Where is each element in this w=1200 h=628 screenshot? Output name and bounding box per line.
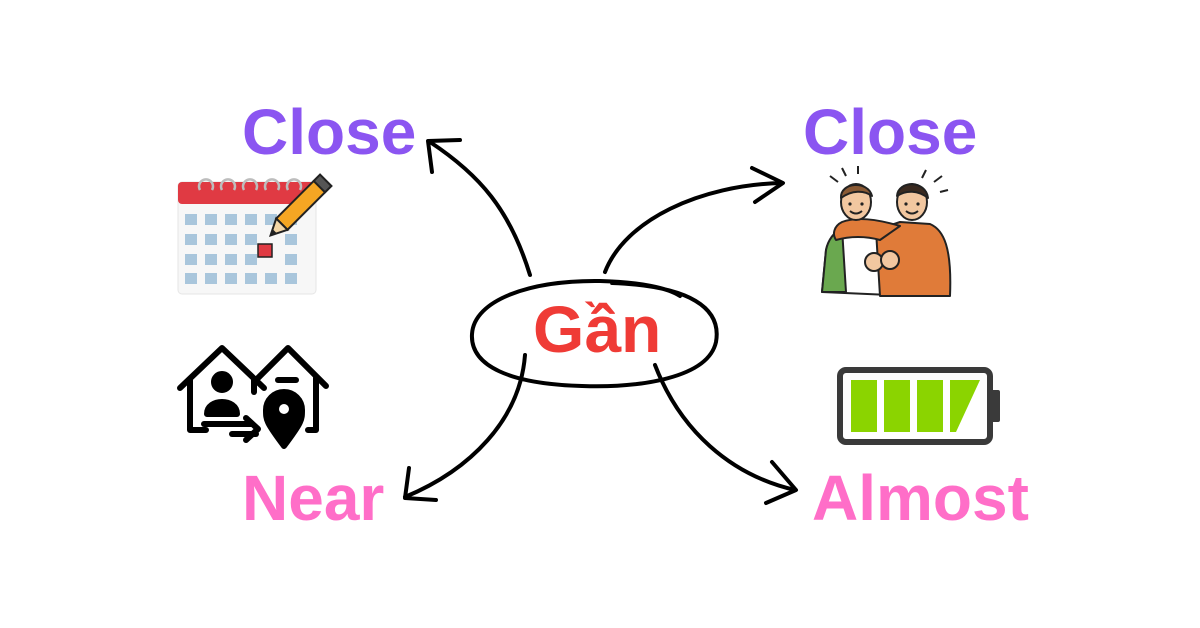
arrow-to-top-left [426,138,532,277]
houses-location-pin-icon [177,345,329,449]
label-almost: Almost [812,462,1029,534]
calendar-pencil-icon [177,173,333,295]
center-word: Gần [533,292,662,366]
arrow-to-top-right [603,166,785,274]
arrow-to-bottom-right [653,363,798,505]
center-ellipse [469,278,719,389]
label-close-top-right: Close [803,96,978,168]
label-close-top-left: Close [242,96,417,168]
label-near: Near [242,462,385,534]
two-friends-hugging-icon [821,166,952,297]
arrow-to-bottom-left [403,353,527,502]
battery-almost-full-icon [837,367,1000,445]
